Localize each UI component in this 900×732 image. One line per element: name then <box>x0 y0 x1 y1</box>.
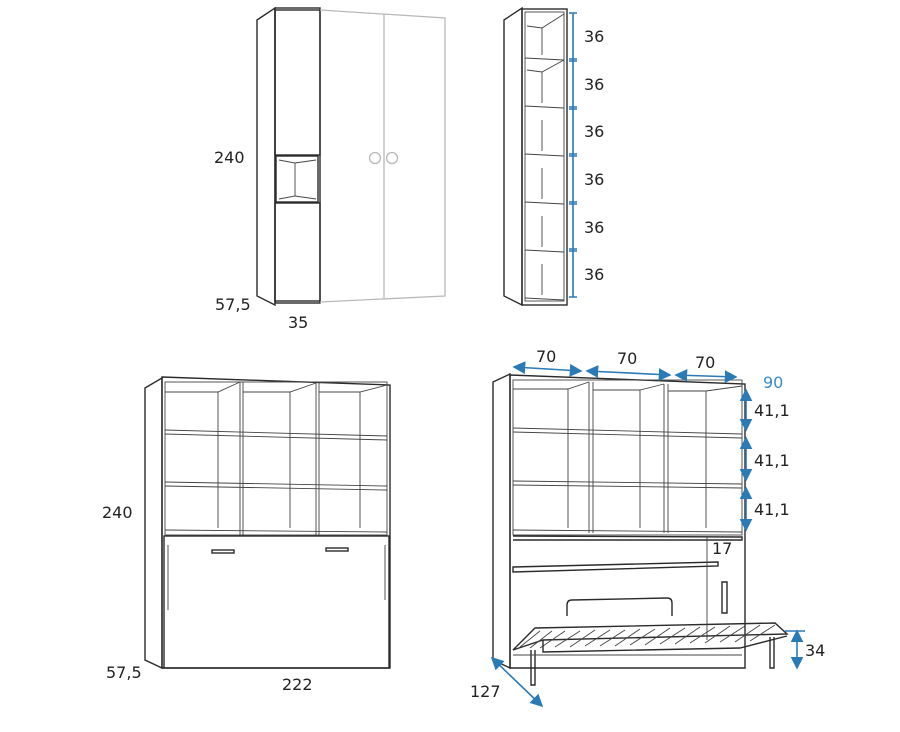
door-knob-icon <box>385 151 399 165</box>
handle-icon <box>325 547 349 552</box>
open-shelf-height-1: 41,1 <box>754 401 790 420</box>
column-shelf-height-6: 36 <box>584 265 604 284</box>
open-width-3: 70 <box>695 353 715 372</box>
open-shelf-height-2: 41,1 <box>754 451 790 470</box>
bed-unit-closed-view: 240 57,5 222 <box>102 376 391 694</box>
open-depth-label: 90 <box>763 373 783 392</box>
column-shelf-height-5: 36 <box>584 218 604 237</box>
column-shelf-height-1: 36 <box>584 27 604 46</box>
column-shelf-height-4: 36 <box>584 170 604 189</box>
open-width-2: 70 <box>617 349 637 368</box>
open-shelf-height-3: 41,1 <box>754 500 790 519</box>
wardrobe-depth-label: 57,5 <box>215 295 251 314</box>
closed-depth-label: 57,5 <box>106 663 142 682</box>
bed-unit-open-view: 70 70 70 90 41,1 41,1 41,1 17 34 127 <box>470 347 825 708</box>
bed-length-label: 127 <box>470 682 501 701</box>
wardrobe-width-label: 35 <box>288 313 308 332</box>
column-shelf-height-2: 36 <box>584 75 604 94</box>
bed-height-label: 34 <box>805 641 825 660</box>
wardrobe-view: 240 57,5 35 <box>214 6 446 332</box>
closed-height-label: 240 <box>102 503 133 522</box>
closed-width-label: 222 <box>282 675 313 694</box>
column-shelf-height-3: 36 <box>584 122 604 141</box>
desk-gap-label: 17 <box>712 539 732 558</box>
handle-icon <box>211 549 235 554</box>
open-width-1: 70 <box>536 347 556 366</box>
wardrobe-height-label: 240 <box>214 148 245 167</box>
door-knob-icon <box>368 151 382 165</box>
column-view: 36 36 36 36 36 36 <box>503 6 604 307</box>
